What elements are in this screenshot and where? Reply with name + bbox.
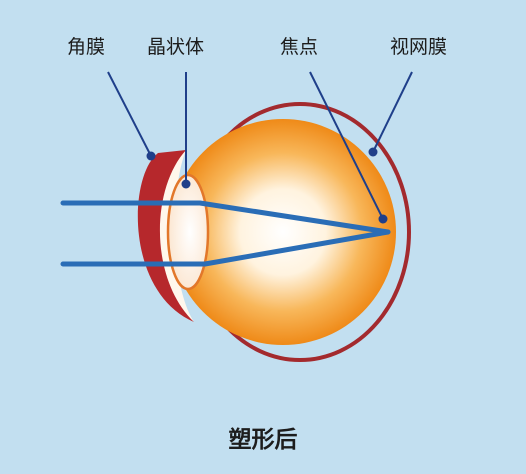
focus-leader-line <box>309 71 384 220</box>
cornea-leader-line <box>107 71 152 157</box>
lens-label: 晶状体 <box>147 36 205 58</box>
cornea-marker-dot <box>146 151 156 161</box>
eyeball <box>170 119 396 345</box>
diagram-caption: 塑形后 <box>228 427 298 453</box>
retina-label: 视网膜 <box>390 36 448 58</box>
cornea-label: 角膜 <box>67 36 106 58</box>
light-ray-upper <box>60 200 391 235</box>
retina-leader-line <box>372 71 413 153</box>
retina-marker-dot <box>368 147 378 157</box>
focus-label: 焦点 <box>280 36 319 58</box>
light-ray-lower <box>60 229 391 267</box>
anterior-chamber <box>159 150 194 322</box>
focus-marker-dot <box>378 214 388 224</box>
lens <box>166 173 210 291</box>
lens-marker-dot <box>181 179 191 189</box>
